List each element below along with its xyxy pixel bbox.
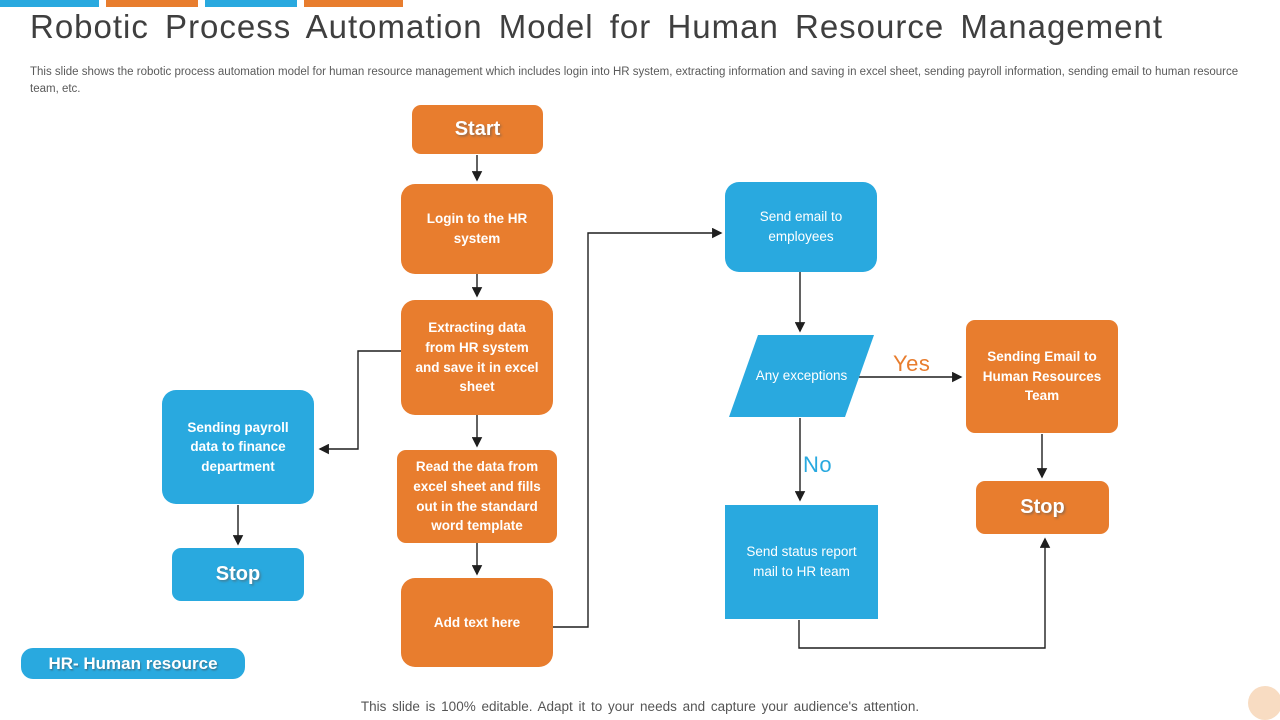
- edge-label-yes: Yes: [893, 351, 931, 376]
- node-send-email-employees: Send email to employees: [725, 182, 877, 272]
- node-sending-payroll: Sending payroll data to finance departme…: [162, 390, 314, 504]
- node-start: Start: [412, 105, 543, 154]
- node-stop-right: Stop: [976, 481, 1109, 534]
- node-login-hr-system: Login to the HR system: [401, 184, 553, 274]
- decorative-circle: [1248, 686, 1280, 720]
- edge-label-no: No: [803, 452, 833, 477]
- page-title: Robotic Process Automation Model for Hum…: [30, 8, 1164, 45]
- node-add-text-here: Add text here: [401, 578, 553, 667]
- node-any-exceptions: Any exceptions: [729, 335, 874, 417]
- node-send-status-report: Send status report mail to HR team: [725, 505, 878, 619]
- node-extracting-data: Extracting data from HR system and save …: [401, 300, 553, 415]
- connector-addtext-sendemail: [553, 227, 723, 628]
- topbar-segment-blue-1: [0, 0, 99, 7]
- node-stop-left: Stop: [172, 548, 304, 601]
- footer-note: This slide is 100% editable. Adapt it to…: [360, 699, 920, 714]
- node-read-data: Read the data from excel sheet and fills…: [397, 450, 557, 543]
- slide-description: This slide shows the robotic process aut…: [30, 66, 1239, 95]
- node-sending-email-hr-team: Sending Email to Human Resources Team: [966, 320, 1118, 433]
- topbar-segment-orange-1: [106, 0, 198, 7]
- topbar-segment-blue-2: [205, 0, 297, 7]
- topbar-segment-orange-2: [304, 0, 403, 7]
- legend-hr-human-resource: HR- Human resource: [21, 648, 245, 679]
- connector-extract-payroll: [318, 350, 401, 455]
